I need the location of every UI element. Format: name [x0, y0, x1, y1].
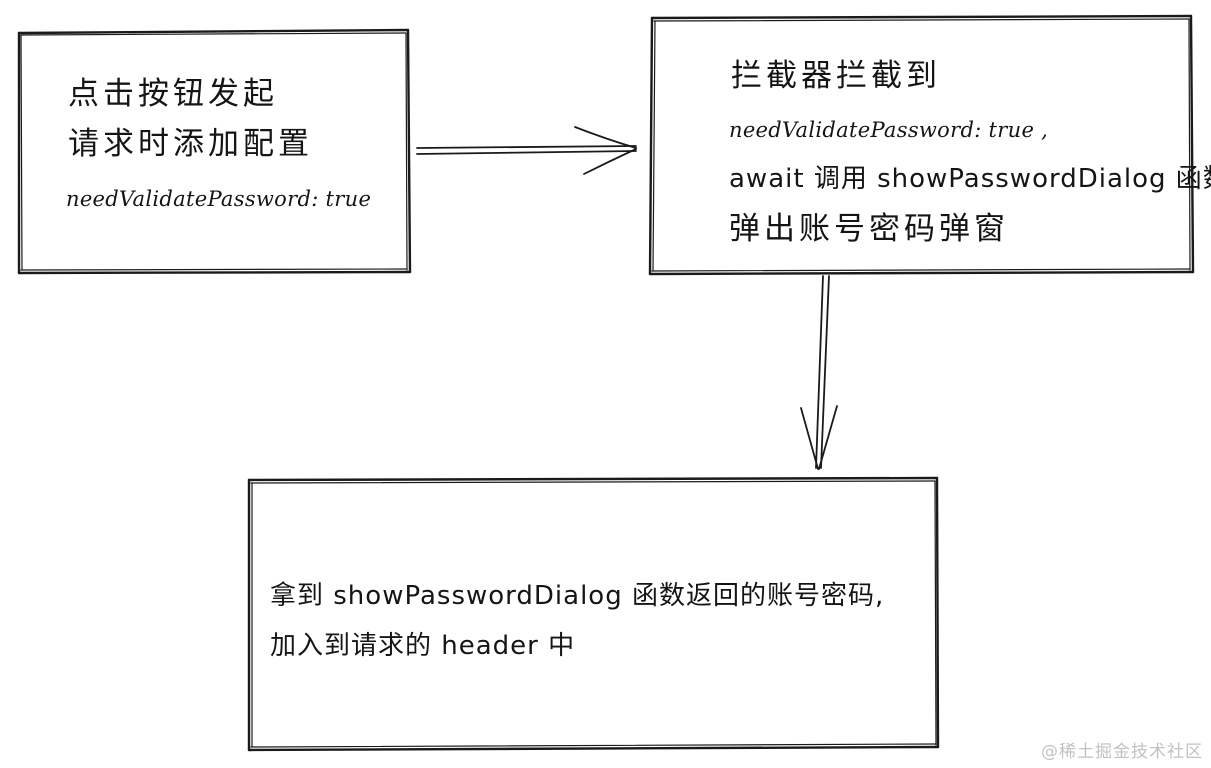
result-box-border: [247, 476, 940, 752]
start-box-border: [17, 28, 412, 275]
intercept-node-config: needValidatePassword: true ,: [729, 118, 1049, 142]
start-node-line2: 请求时添加配置: [68, 126, 313, 162]
start-node-line1: 点击按钮发起: [68, 76, 278, 112]
intercept-box-border: [648, 14, 1195, 276]
intercept-node-line4: 弹出账号密码弹窗: [729, 211, 1009, 247]
result-node-line2: 加入到请求的 header 中: [270, 631, 576, 661]
watermark-text: @稀土掘金技术社区: [1041, 742, 1203, 762]
intercept-node-line1: 拦截器拦截到: [731, 58, 941, 94]
start-node-config: needValidatePassword: true: [66, 187, 372, 211]
result-node-line1: 拿到 showPasswordDialog 函数返回的账号密码,: [270, 581, 885, 611]
arrow-start-to-intercept: [416, 126, 637, 175]
arrow-intercept-to-result: [800, 275, 838, 470]
intercept-node-line3: await 调用 showPasswordDialog 函数: [729, 164, 1211, 194]
